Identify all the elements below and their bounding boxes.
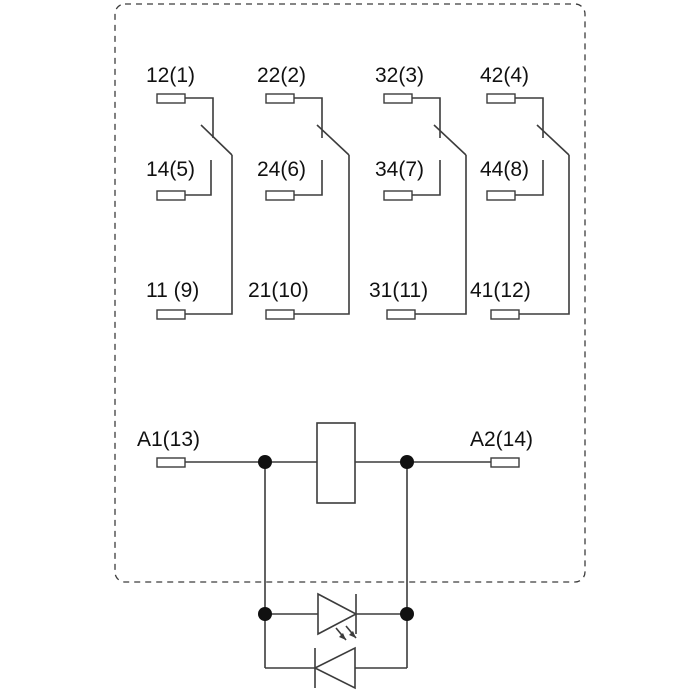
contact-set-1: 12(1) 14(5) 11 (9) <box>146 64 233 320</box>
contact-4-com-wire <box>519 155 570 315</box>
contact-4-no-wire <box>515 160 544 196</box>
contact-4-com-pin <box>490 309 520 320</box>
contact-1-no-wire <box>185 160 212 196</box>
relay-housing-frame <box>114 3 586 583</box>
contact-2-no-pin <box>265 190 295 201</box>
coil-circuit: A1(13) A2(14) <box>137 422 533 690</box>
junction-node-right-top <box>400 455 414 469</box>
led-light-arrows-icon <box>335 625 357 641</box>
contact-4-nc-pin <box>486 93 516 104</box>
contact-4-nc-wire <box>515 97 544 138</box>
relay-coil <box>316 422 356 504</box>
coil-a2-label: A2(14) <box>470 428 533 451</box>
contact-3-nc-pin <box>383 93 413 104</box>
contact-1-no-label: 14(5) <box>146 158 195 181</box>
contact-2-nc-pin <box>265 93 295 104</box>
contact-3-nc-wire <box>412 97 441 138</box>
coil-a2-pin <box>490 457 520 468</box>
contact-2-no-wire <box>294 160 323 196</box>
contact-4-com-label: 41(12) <box>470 279 531 302</box>
contact-4-switch-blade <box>536 124 570 156</box>
contact-2-com-pin <box>265 309 295 320</box>
junction-node-left-top <box>258 455 272 469</box>
freewheel-diode-triangle <box>313 646 356 690</box>
led-diode-triangle <box>317 592 358 636</box>
contact-3-no-wire <box>412 160 441 196</box>
contact-4-no-label: 44(8) <box>480 158 529 181</box>
contact-2-switch-blade <box>316 124 350 156</box>
contact-3-no-label: 34(7) <box>375 158 424 181</box>
contact-2-nc-wire <box>294 97 323 138</box>
contact-1-com-wire <box>185 155 233 315</box>
contact-3-com-label: 31(11) <box>369 279 428 302</box>
contact-4-no-pin <box>486 190 516 201</box>
contact-3-no-pin <box>383 190 413 201</box>
junction-node-left-bottom <box>258 607 272 621</box>
contact-1-nc-wire <box>185 97 214 138</box>
contact-2-no-label: 24(6) <box>257 158 306 181</box>
contact-1-com-pin <box>156 309 186 320</box>
contact-2-nc-label: 22(2) <box>257 64 306 87</box>
junction-node-right-bottom <box>400 607 414 621</box>
contact-set-3: 32(3) 34(7) 31(11) <box>369 64 467 320</box>
coil-a1-pin <box>156 457 186 468</box>
contact-3-com-pin <box>386 309 416 320</box>
contact-4-nc-label: 42(4) <box>480 64 529 87</box>
contact-set-2: 22(2) 24(6) 21(10) <box>248 64 350 320</box>
contact-1-no-pin <box>156 190 186 201</box>
contact-2-com-wire <box>294 155 350 315</box>
contact-1-nc-label: 12(1) <box>146 64 195 87</box>
contact-3-com-wire <box>415 155 467 315</box>
contact-1-nc-pin <box>156 93 186 104</box>
contact-3-switch-blade <box>433 124 467 156</box>
contact-2-com-label: 21(10) <box>248 279 309 302</box>
contact-3-nc-label: 32(3) <box>375 64 424 87</box>
contact-1-switch-blade <box>200 124 233 156</box>
coil-a1-label: A1(13) <box>137 428 200 451</box>
contact-set-4: 42(4) 44(8) 41(12) <box>470 64 570 320</box>
contact-1-com-label: 11 (9) <box>146 279 199 302</box>
